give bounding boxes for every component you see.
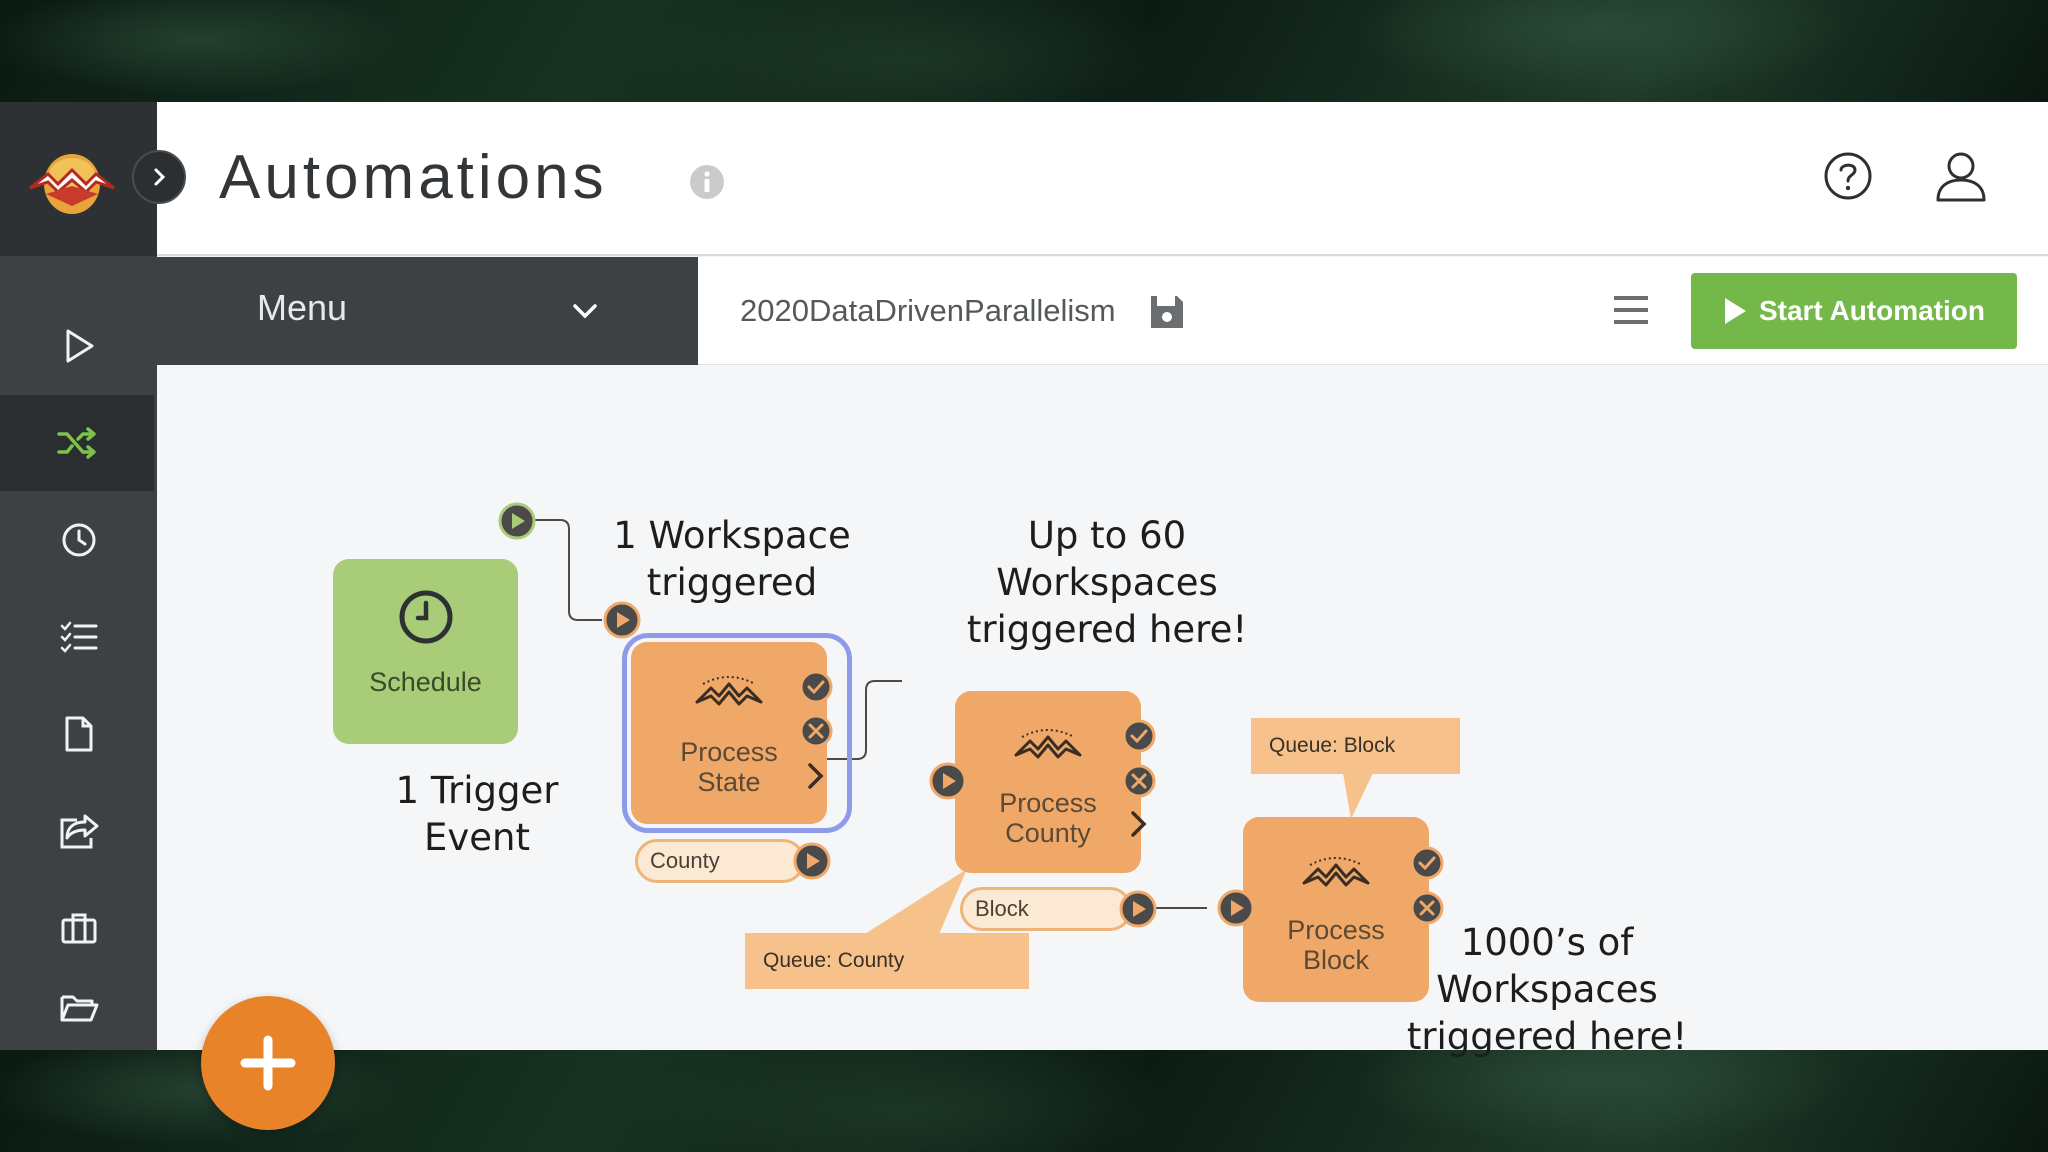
menu-dropdown[interactable]: Menu [157,257,698,365]
plus-icon [240,1035,296,1091]
chevron-right-icon[interactable] [804,761,828,791]
process-state-input-port[interactable] [603,601,641,639]
fme-logo-icon [1014,729,1082,759]
sidebar-item-documents[interactable] [0,686,157,782]
annotation-thousands: 1000’s of Workspaces triggered here! [1397,919,1697,1060]
app-logo [29,154,115,214]
queue-block-label: Queue: Block [1269,734,1396,757]
sidebar-item-automations[interactable] [0,395,154,491]
start-automation-button[interactable]: Start Automation [1691,273,2017,349]
sidebar-item-projects[interactable] [0,880,157,976]
sidebar [0,102,186,1050]
process-block-input-port[interactable] [1217,889,1255,927]
success-port-icon[interactable] [1122,719,1156,753]
queue-county-label: Queue: County [763,949,905,972]
process-block-node[interactable]: Process Block [1243,817,1429,1002]
share-icon [60,814,98,849]
schedule-label: Schedule [369,667,482,697]
annotation-line: 1000’s of [1460,921,1634,964]
process-county-node[interactable]: Process County [955,691,1141,873]
start-automation-label: Start Automation [1758,295,1986,326]
failure-port-icon[interactable] [799,714,833,748]
annotation-line: Workspaces [996,561,1218,604]
county-port-label: County [650,848,720,873]
failure-port-icon[interactable] [1410,891,1444,925]
success-port-icon[interactable] [799,670,833,704]
block-port-label: Block [975,896,1029,921]
process-state-node[interactable]: Process State [631,642,827,824]
county-port-field[interactable]: County [635,839,805,883]
user-icon[interactable] [1933,148,1989,204]
process-state-selection [622,633,852,833]
sidebar-item-schedules[interactable] [0,492,157,588]
background-bottom [0,1050,2048,1152]
clock-icon [399,590,453,644]
process-block-label-1: Process [1287,915,1385,945]
failure-port-icon[interactable] [1122,764,1156,798]
callout-pointer [857,869,967,939]
annotation-line: triggered [646,561,818,604]
block-output-port[interactable] [1119,890,1157,928]
workflow-canvas[interactable]: Schedule Process State [157,365,2048,1130]
play-icon [66,329,93,363]
sidebar-item-run[interactable] [0,298,157,394]
annotation-line: Up to 60 [1027,514,1187,557]
annotation-line: Event [424,816,530,859]
process-block-label-2: Block [1302,945,1370,975]
clock-icon [62,523,95,557]
annotation-line: triggered here! [966,608,1248,651]
process-state-label-1: Process [680,737,778,767]
process-county-label-2: County [1005,818,1091,848]
document-icon [65,716,92,752]
queue-block-callout: Queue: Block [1251,718,1460,774]
help-icon[interactable] [1822,150,1874,202]
page-title: Automations [219,143,608,212]
success-port-icon[interactable] [1410,846,1444,880]
shuffle-icon [57,427,96,459]
play-icon [1724,298,1746,324]
process-state-label-2: State [697,767,761,797]
chevron-right-icon [154,168,166,186]
sidebar-expand-button[interactable] [132,150,186,204]
annotation-line: triggered here! [1406,1015,1688,1058]
logo-area [0,102,157,256]
menu-label: Menu [257,287,348,328]
schedule-node[interactable]: Schedule [333,559,518,744]
process-county-label-1: Process [999,788,1097,818]
schedule-output-port[interactable] [498,502,536,540]
workflow-toolbar: 2020DataDrivenParallelism Start Automati… [698,257,2048,365]
annotation-up-to-60: Up to 60 Workspaces triggered here! [957,512,1257,653]
chevron-down-icon [573,304,597,319]
annotation-trigger-event: 1 Trigger Event [367,767,587,861]
sidebar-item-tasks[interactable] [0,589,157,685]
county-output-port[interactable] [793,842,831,880]
checklist-icon [60,621,97,653]
save-icon[interactable] [1148,293,1186,331]
fme-logo-icon [695,676,763,706]
hamburger-menu-icon[interactable] [1612,291,1650,329]
sidebar-item-files[interactable] [0,964,157,1050]
process-county-input-port[interactable] [929,762,967,800]
annotation-one-workspace: 1 Workspace triggered [597,512,867,606]
annotation-line: Workspaces [1436,968,1658,1011]
page-header: Automations [157,102,2048,256]
briefcase-icon [61,913,96,944]
annotation-line: 1 Trigger [395,769,559,812]
sidebar-item-share[interactable] [0,783,157,879]
info-icon[interactable] [689,164,725,200]
block-port-field[interactable]: Block [960,887,1132,931]
annotation-line: 1 Workspace [613,514,851,557]
fme-logo-icon [1302,857,1370,887]
queue-county-callout: Queue: County [745,933,1029,989]
folder-icon [60,995,98,1022]
workflow-name[interactable]: 2020DataDrivenParallelism [740,293,1116,328]
callout-pointer [1343,773,1373,819]
background-top [0,0,2048,102]
add-node-button[interactable] [201,996,335,1130]
chevron-right-icon[interactable] [1127,809,1151,839]
app-window: Automations Menu 2020DataDrivenParalleli… [0,102,2048,1130]
